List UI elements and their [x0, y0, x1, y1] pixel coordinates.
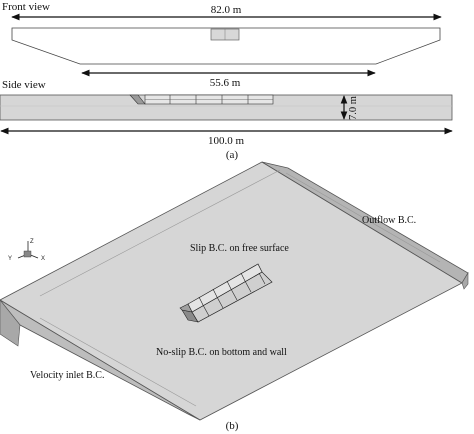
inlet-end-face: [0, 299, 21, 347]
caption-b: (b): [226, 420, 239, 432]
fish-cage-3d: [179, 263, 273, 323]
side-view-label: Side view: [2, 79, 46, 91]
length-dimension-label: 100.0 m: [208, 135, 245, 147]
panel-a: Front view 82.0 m 55.6 m Side view 7.0: [0, 1, 453, 161]
bottom-width-dimension-label: 55.6 m: [210, 77, 241, 89]
axis-y-label: Y: [8, 256, 12, 262]
coordinate-axes: Z Y X: [8, 239, 45, 262]
panel-b: Z Y X Outflow B.C. Slip B.C. on free sur…: [0, 161, 469, 432]
caption-a: (a): [226, 149, 239, 161]
noslip-bc-label: No-slip B.C. on bottom and wall: [156, 347, 287, 358]
axis-z-label: Z: [30, 239, 34, 245]
outflow-bc-label: Outflow B.C.: [362, 215, 416, 226]
top-width-dimension-label: 82.0 m: [211, 4, 242, 16]
front-view-cross-section: [11, 27, 441, 65]
slip-bc-label: Slip B.C. on free surface: [190, 243, 289, 254]
depth-dimension-label: 7.0 m: [348, 96, 359, 120]
inlet-bc-label: Velocity inlet B.C.: [30, 370, 104, 381]
axis-x-label: X: [41, 256, 45, 262]
side-view-cage: [129, 94, 274, 105]
front-view-label: Front view: [2, 1, 50, 13]
outflow-end-face: [461, 271, 469, 290]
